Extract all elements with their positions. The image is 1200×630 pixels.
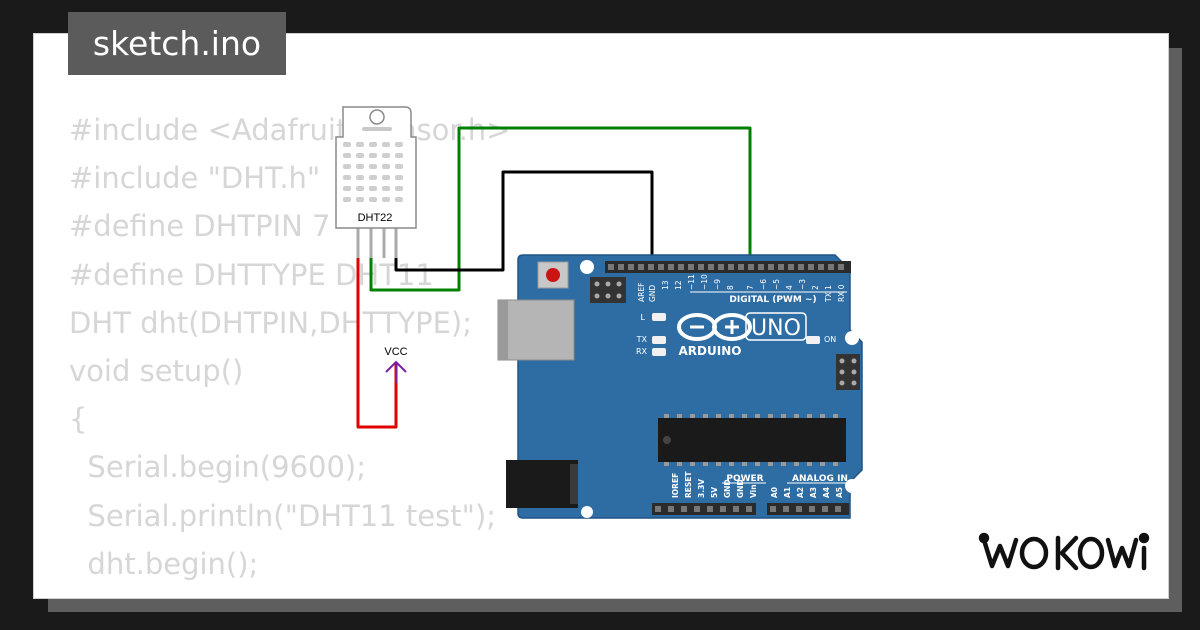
pin-label: 7 <box>746 285 755 290</box>
code-line: #include "DHT.h" <box>69 161 321 196</box>
code-line: Serial.begin(9600); <box>69 450 367 485</box>
led-tx-label: TX <box>636 335 648 344</box>
pin-label: A1 <box>783 487 792 498</box>
dht22-label: DHT22 <box>358 212 393 224</box>
file-tab[interactable]: sketch.ino <box>68 12 286 75</box>
wires <box>356 126 752 429</box>
pin-label: GND <box>648 285 657 302</box>
power-header-label: POWER <box>726 474 763 484</box>
pin-label: ~6 <box>759 279 768 290</box>
pin-label: GND <box>736 479 745 498</box>
power-jack <box>506 460 578 508</box>
file-tab-label: sketch.ino <box>92 24 262 63</box>
vcc-label: VCC <box>384 346 407 358</box>
pin-label: TX 1 <box>824 285 833 303</box>
analog-header-label: ANALOG IN <box>792 474 848 484</box>
arduino-brand-label: ARDUINO <box>679 344 742 358</box>
pin-label: 4 <box>785 285 794 290</box>
pin-label: 3.3V <box>697 479 706 498</box>
code-line: void setup() <box>69 353 244 388</box>
code-line: { <box>69 402 88 437</box>
wokwi-logo-icon <box>978 532 1150 571</box>
pin-label: A3 <box>809 487 818 498</box>
pin-label: GND <box>723 479 732 498</box>
code-line: DHT dht(DHTPIN,DHTTYPE); <box>69 305 473 340</box>
code-line: #define DHTPIN 7 <box>69 209 331 244</box>
pin-label: AREF <box>637 283 646 302</box>
code-background: #include <Adafruit_Sensor.h>#include "DH… <box>69 106 510 598</box>
dht22-grille <box>343 142 403 202</box>
led-on-label: ON <box>824 335 836 344</box>
code-line: Serial.println("DHT11 test"); <box>69 498 497 533</box>
arduino-model-label: UNO <box>751 316 801 341</box>
code-line: dht.begin(); <box>69 546 259 581</box>
pin-label: RX 0 <box>837 284 846 302</box>
led-l-label: L <box>641 313 646 322</box>
icsp-header <box>590 277 626 303</box>
pin-label: ~9 <box>713 279 722 290</box>
icsp-header-2 <box>836 354 860 390</box>
usb-connector <box>497 299 575 361</box>
pin-label: A4 <box>822 487 831 498</box>
analog-header[interactable] <box>767 503 849 515</box>
arduino-infinity-icon <box>677 313 752 341</box>
pin-label: ~5 <box>772 279 781 290</box>
pin-label: ~10 <box>700 274 709 290</box>
pin-label: Vin <box>749 484 758 498</box>
dht22-sensor[interactable]: DHT22 <box>335 106 417 258</box>
code-line: } <box>69 588 510 598</box>
pin-label: 12 <box>674 280 683 290</box>
status-leds: L TX RX ON <box>636 313 836 356</box>
pin-label: ~3 <box>798 279 807 290</box>
bottom-pin-labels: IOREF RESET 3.3V 5V GND GND Vin A0 A1 A2… <box>671 471 844 498</box>
pin-label: 2 <box>811 285 820 290</box>
pin-label: A0 <box>770 487 779 498</box>
pin-label: 8 <box>726 285 735 290</box>
pin-label: 13 <box>661 280 670 290</box>
digital-header-label: DIGITAL (PWM ~) <box>729 295 816 305</box>
led-rx-label: RX <box>636 347 648 356</box>
pin-label: A5 <box>835 487 844 498</box>
pin-label: IOREF <box>671 473 680 498</box>
pin-label: 5V <box>710 487 719 498</box>
reset-button[interactable] <box>537 261 569 289</box>
digital-header[interactable] <box>605 261 851 273</box>
black-wire[interactable] <box>394 170 654 272</box>
red-wire[interactable] <box>356 256 398 429</box>
top-pin-labels: AREF GND 13 12 ~11 ~10 ~9 8 7 ~6 ~5 4 ~3… <box>637 274 846 303</box>
pin-label: RESET <box>684 471 693 498</box>
code-line: #define DHTTYPE DHT11 <box>69 257 434 292</box>
pin-label: A2 <box>796 487 805 498</box>
wokwi-logo[interactable]: WOKWI <box>978 522 1150 578</box>
pin-label: ~11 <box>687 274 696 290</box>
green-wire[interactable] <box>369 126 752 292</box>
microcontroller-chip <box>658 414 846 466</box>
arduino-uno[interactable]: AREF GND 13 12 ~11 ~10 ~9 8 7 ~6 ~5 4 ~3… <box>497 254 863 519</box>
vcc-symbol[interactable]: VCC <box>384 346 408 383</box>
power-header[interactable] <box>652 503 756 515</box>
